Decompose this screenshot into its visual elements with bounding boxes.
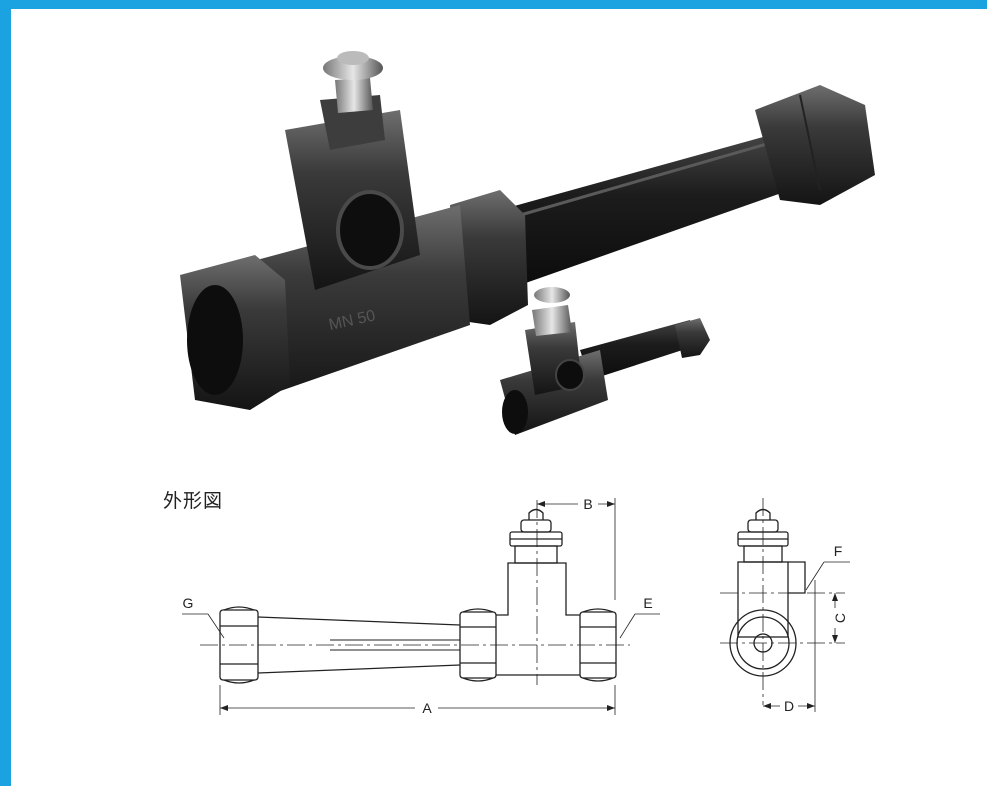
front-view (182, 498, 660, 715)
dim-g-label: G (183, 595, 194, 611)
side-view (720, 498, 850, 712)
small-flow-sight-glass-valve-icon (500, 287, 710, 435)
dim-c-label: C (832, 613, 848, 623)
section-title: 外形図 (163, 490, 224, 512)
dim-b-label: B (583, 496, 592, 512)
outline-drawing: B A G E F C D (182, 496, 850, 716)
product-photo: MN 50 (180, 51, 875, 435)
dim-d-label: D (784, 698, 794, 714)
dim-e-label: E (643, 595, 652, 611)
dim-a-label: A (422, 700, 432, 716)
flow-sight-glass-valve-icon: MN 50 (180, 51, 875, 410)
dim-f-label: F (834, 543, 843, 559)
frame-left-border (0, 0, 11, 786)
frame-top-border (0, 0, 987, 9)
